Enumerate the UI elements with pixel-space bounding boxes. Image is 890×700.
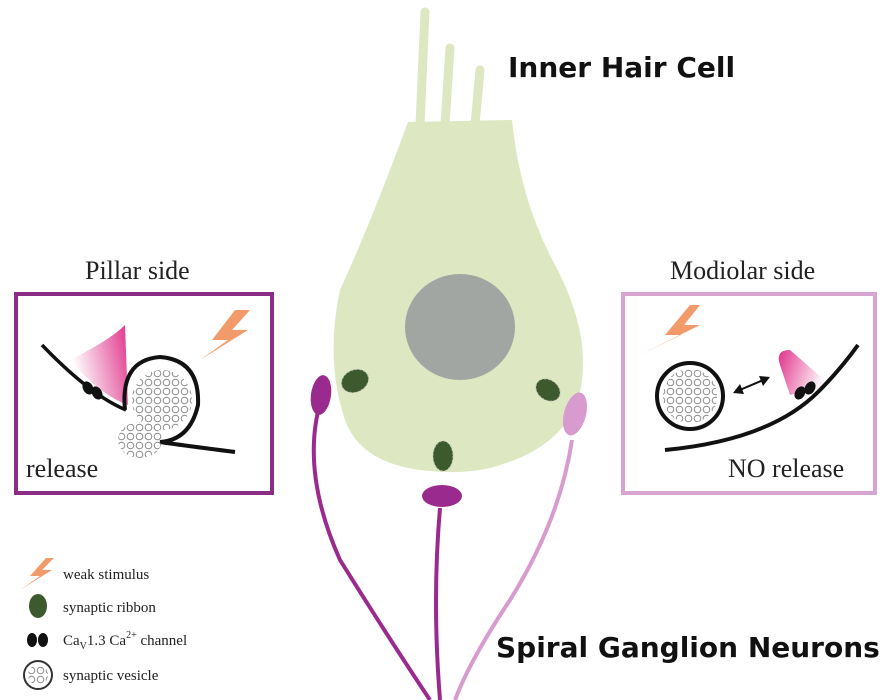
modiolar-side-panel: Modiolar side NO release xyxy=(623,256,875,493)
modiolar-heading: Modiolar side xyxy=(670,256,815,285)
legend-channel-icon xyxy=(27,633,48,647)
legend-vesicle-icon xyxy=(24,661,52,689)
legend-stimulus-label: weak stimulus xyxy=(63,567,149,583)
legend-ribbon-label: synaptic ribbon xyxy=(63,600,156,616)
modiolar-vesicle-cluster xyxy=(663,369,717,423)
modiolar-status: NO release xyxy=(728,454,844,483)
neurons-label: Spiral Ganglion Neurons xyxy=(496,631,880,664)
ribbon-bottom xyxy=(433,441,453,471)
title: Inner Hair Cell xyxy=(508,51,735,84)
legend: weak stimulus synaptic ribbon CaV1.3 Ca2… xyxy=(20,558,187,689)
stereocilia xyxy=(420,12,480,125)
legend-ribbon-icon xyxy=(29,594,47,618)
pillar-side-panel: Pillar side release xyxy=(16,256,272,493)
pillar-vesicle-cluster xyxy=(132,370,192,430)
pillar-heading: Pillar side xyxy=(85,256,190,285)
neuron-bottom xyxy=(422,485,462,700)
legend-vesicle-label: synaptic vesicle xyxy=(63,668,159,684)
legend-channel-label: CaV1.3 Ca2+ channel xyxy=(63,630,187,652)
nucleus xyxy=(405,274,515,380)
legend-stimulus-icon xyxy=(20,558,54,590)
pillar-vesicle-release xyxy=(118,422,162,458)
pillar-status: release xyxy=(26,454,98,483)
